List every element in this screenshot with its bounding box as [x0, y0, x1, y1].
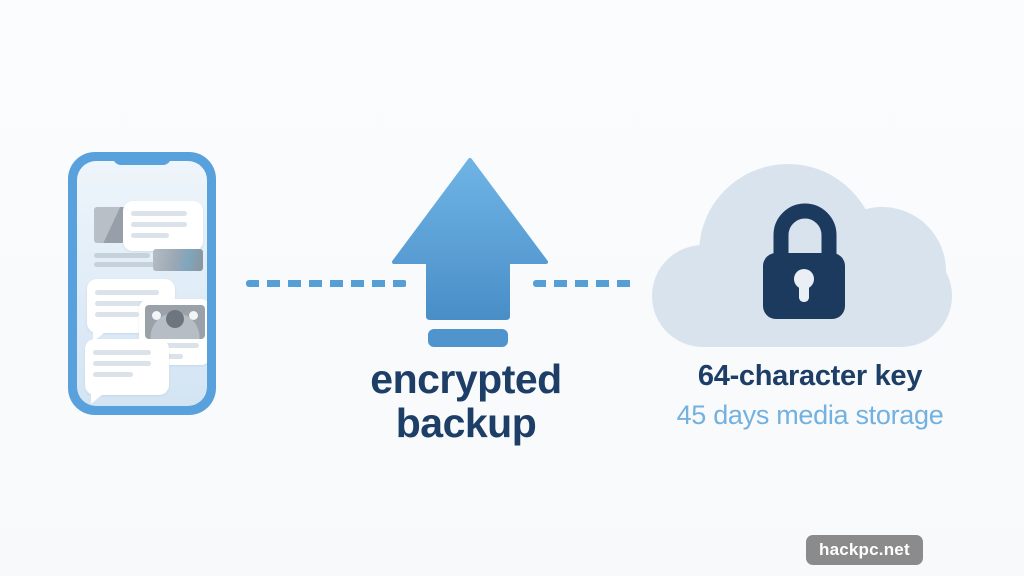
cloud-icon [650, 163, 955, 349]
chat-photo-card [139, 299, 207, 365]
arrow-caption: encrypted backup [310, 356, 622, 446]
text-line [131, 233, 169, 238]
cloud-title: 64-character key [697, 360, 923, 392]
phone-notch [113, 152, 171, 165]
text-line [94, 253, 150, 258]
photo-dot [189, 311, 198, 320]
upload-arrow-icon [392, 158, 548, 348]
text-line [131, 211, 187, 216]
bubble-tail [93, 332, 105, 342]
phone-chat-illustration [68, 152, 216, 415]
cloud-subtitle: 45 days media storage [676, 400, 944, 430]
arrow-caption-line1: encrypted [370, 356, 562, 402]
text-line [147, 343, 199, 348]
text-line [93, 372, 133, 377]
dashed-connector-right [533, 280, 633, 287]
chat-bubble [85, 339, 169, 404]
text-line [93, 361, 151, 366]
text-line [94, 262, 166, 267]
cloud-labels: 64-character key 45 days media storage [646, 360, 974, 431]
photo-thumbnail-icon [145, 305, 205, 339]
text-line [95, 301, 159, 306]
lock-icon [763, 203, 845, 319]
arrow-caption-line2: backup [395, 399, 537, 446]
bubble-tail [91, 394, 103, 404]
text-line [131, 222, 187, 227]
chat-bubble [123, 201, 203, 260]
watermark-badge: hackpc.net [806, 535, 923, 565]
text-line [93, 350, 151, 355]
phone-screen [77, 161, 207, 406]
dashed-connector-left [246, 280, 407, 287]
photo-thumbnail-icon [153, 249, 203, 271]
photo-dot [152, 311, 161, 320]
text-line [95, 312, 139, 317]
text-line [95, 290, 159, 295]
photo-dot [166, 310, 184, 328]
